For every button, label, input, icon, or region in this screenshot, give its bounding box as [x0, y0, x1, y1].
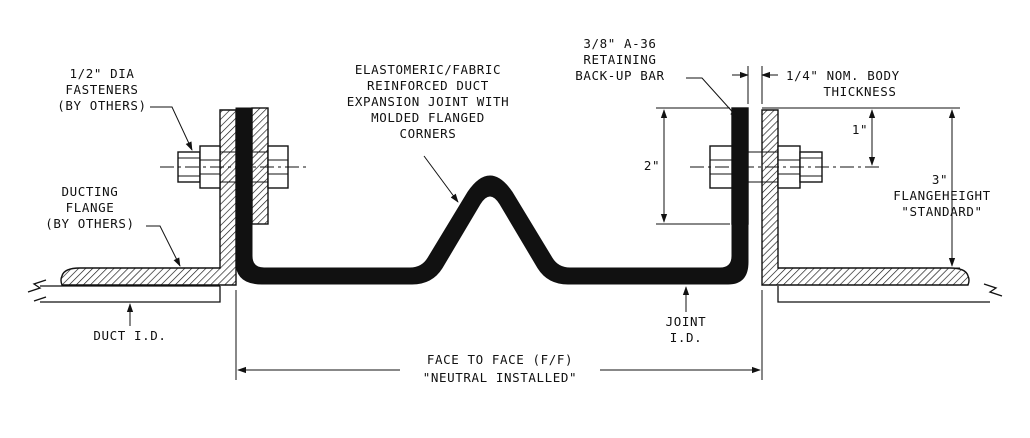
- body-thickness-dimension: [732, 66, 778, 104]
- ducting-flange-label-line1: DUCTING: [62, 184, 119, 199]
- fasteners-label: 1/2" DIA FASTENERS (BY OTHERS): [57, 66, 146, 113]
- left-ducting-flange: [40, 109, 237, 287]
- dimension-3in: [880, 107, 960, 269]
- backup-bar-line3: BACK-UP BAR: [575, 68, 664, 83]
- joint-id-label: JOINT I.D.: [666, 314, 707, 345]
- expansion-joint-body: [235, 107, 749, 285]
- joint-description-leader: [423, 155, 459, 203]
- joint-description-line3: EXPANSION JOINT WITH: [347, 94, 510, 109]
- ducting-flange-label-line2: FLANGE: [66, 200, 115, 215]
- duct-id-label: DUCT I.D.: [93, 328, 166, 343]
- joint-id-line1: JOINT: [666, 314, 707, 329]
- ducting-flange-leader: [146, 225, 181, 267]
- body-thickness-label: 1/4" NOM. BODY THICKNESS: [786, 68, 900, 99]
- body-thickness-line2: THICKNESS: [823, 84, 896, 99]
- joint-description-line2: REINFORCED DUCT: [367, 78, 489, 93]
- fasteners-label-line1: 1/2" DIA: [69, 66, 134, 81]
- dimension-1in: [762, 107, 880, 166]
- flange-height-line2: FLANGEHEIGHT: [893, 188, 991, 203]
- fasteners-label-line2: FASTENERS: [65, 82, 138, 97]
- face-to-face-dimension: [235, 290, 763, 380]
- flange-height-line3: "STANDARD": [901, 204, 982, 219]
- face-to-face-line2: "NEUTRAL INSTALLED": [423, 370, 577, 385]
- body-thickness-line1: 1/4" NOM. BODY: [786, 68, 900, 83]
- dimension-1in-label: 1": [852, 122, 868, 137]
- joint-description-line5: CORNERS: [400, 126, 457, 141]
- joint-description-label: ELASTOMERIC/FABRIC REINFORCED DUCT EXPAN…: [347, 62, 510, 141]
- joint-description-line4: MOLDED FLANGED: [371, 110, 485, 125]
- ducting-flange-label-line3: (BY OTHERS): [45, 216, 134, 231]
- backup-bar-leader: [686, 77, 739, 119]
- joint-id-line2: I.D.: [670, 330, 703, 345]
- fasteners-label-line3: (BY OTHERS): [57, 98, 146, 113]
- face-to-face-line1: FACE TO FACE (F/F): [427, 352, 573, 367]
- flange-height-label: 3" FLANGEHEIGHT "STANDARD": [893, 172, 991, 219]
- backup-bar-line2: RETAINING: [583, 52, 656, 67]
- flange-height-line1: 3": [932, 172, 948, 187]
- ducting-flange-label: DUCTING FLANGE (BY OTHERS): [45, 184, 134, 231]
- left-backup-bar: [251, 107, 269, 225]
- joint-description-line1: ELASTOMERIC/FABRIC: [355, 62, 501, 77]
- right-ducting-flange: [761, 109, 970, 286]
- right-duct-break: [983, 283, 1003, 297]
- left-duct-wall: [40, 286, 221, 303]
- fasteners-leader: [150, 106, 193, 151]
- backup-bar-label: 3/8" A-36 RETAINING BACK-UP BAR: [575, 36, 664, 83]
- dimension-2in: [656, 107, 730, 225]
- face-to-face-label: FACE TO FACE (F/F) "NEUTRAL INSTALLED": [423, 352, 577, 385]
- backup-bar-line1: 3/8" A-36: [583, 36, 656, 51]
- dimension-2in-label: 2": [644, 158, 660, 173]
- right-duct-wall: [777, 286, 990, 303]
- left-duct-break: [27, 279, 47, 302]
